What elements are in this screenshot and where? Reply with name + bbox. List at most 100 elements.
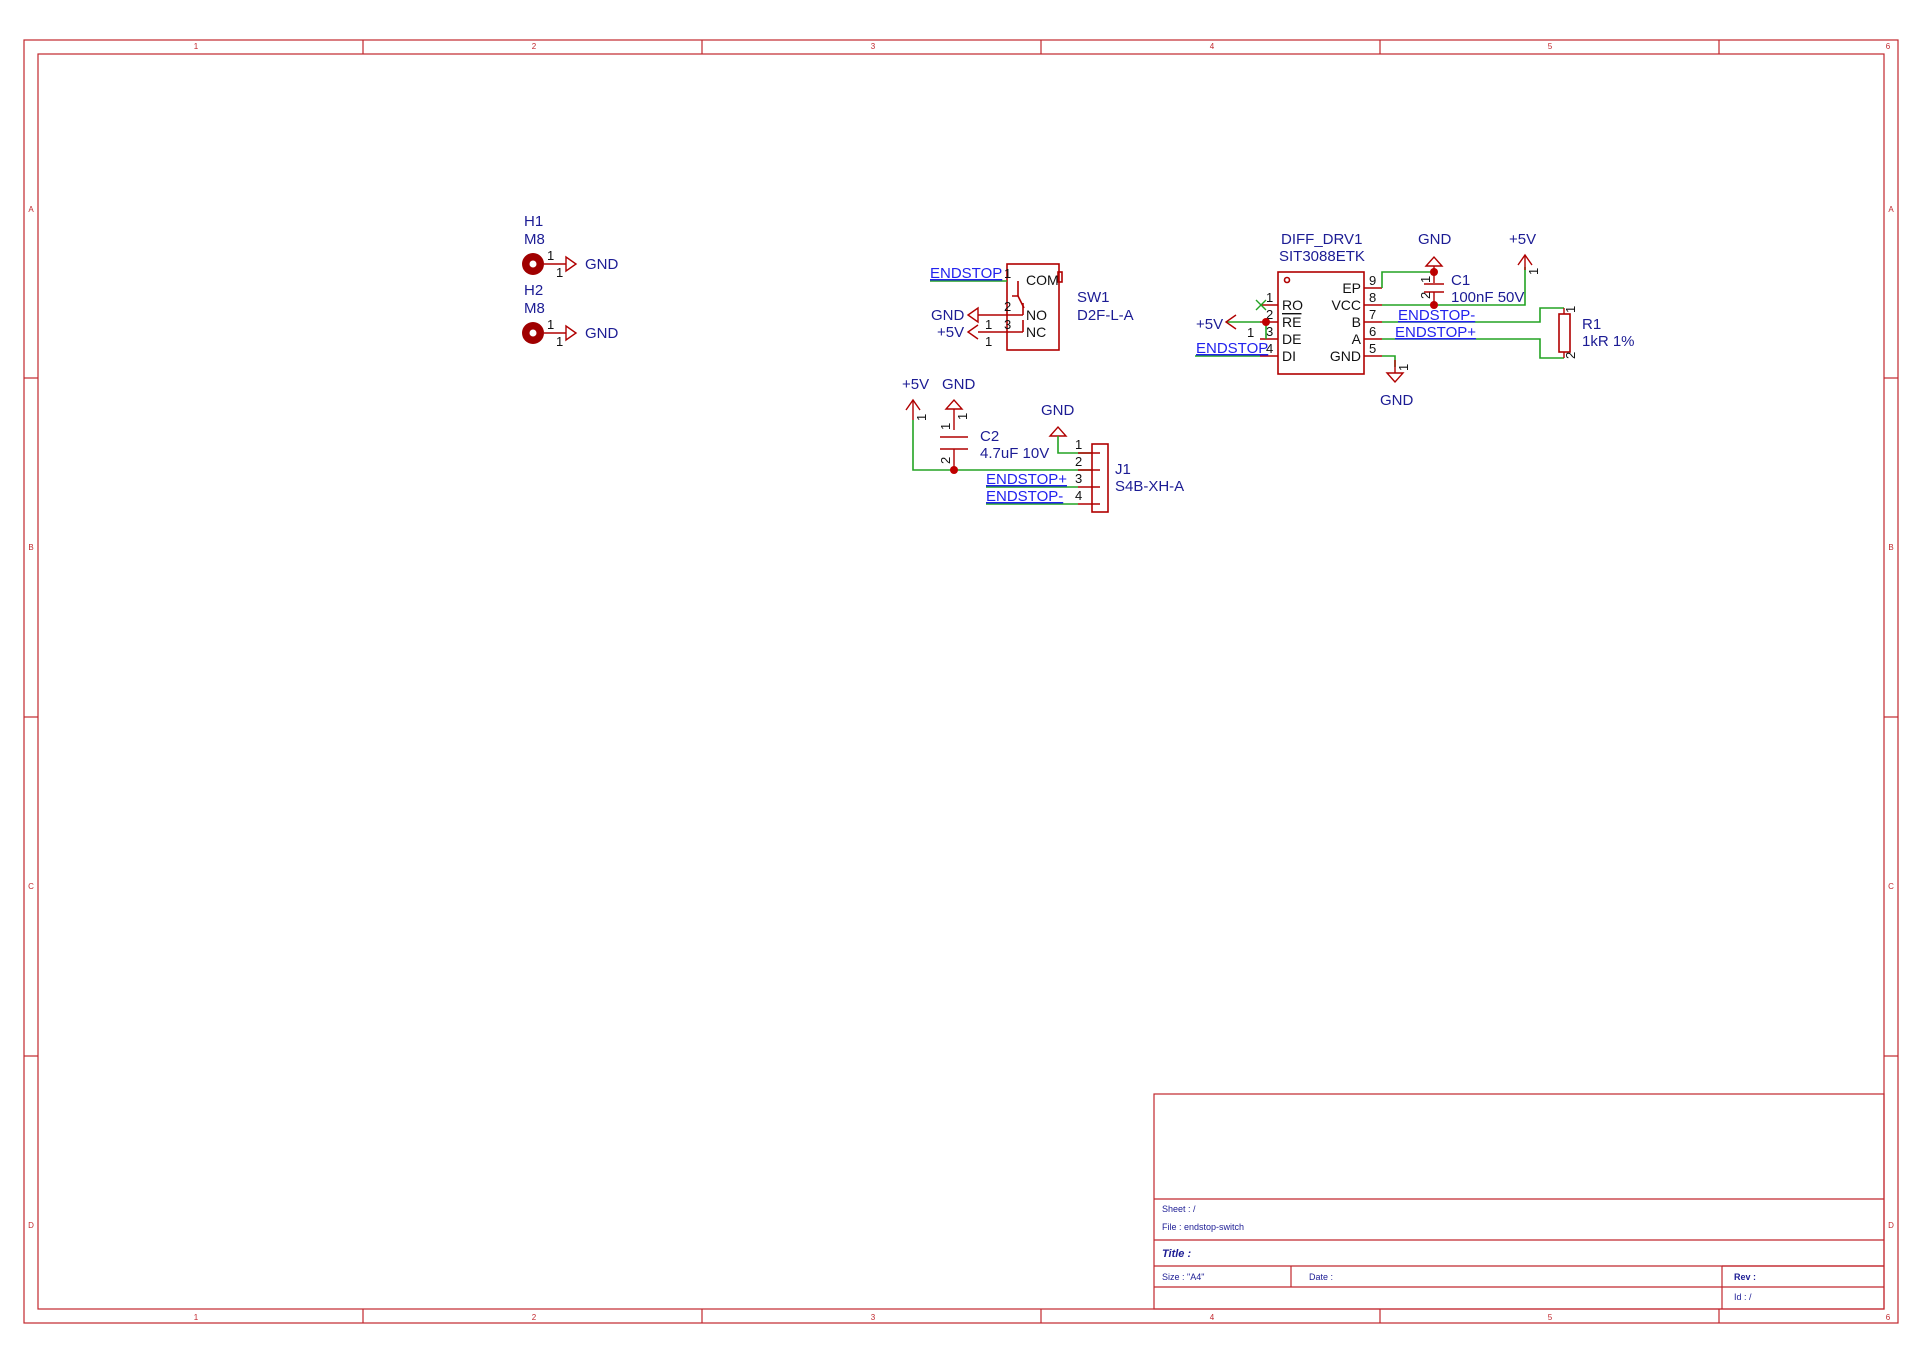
j1-pin-number: 3 xyxy=(1075,471,1082,486)
gnd-symbol-icon xyxy=(1385,372,1405,384)
sw1-power-pin-number: 1 xyxy=(985,317,992,332)
h1-value: M8 xyxy=(524,231,545,248)
u1-pin-number: 5 xyxy=(1369,341,1376,356)
title-block-rev: Rev : xyxy=(1734,1272,1756,1282)
title-block: Sheet : / File : endstop-switch Title : … xyxy=(1153,1093,1885,1310)
resistor-r1[interactable]: 1 2 R1 1kR 1% xyxy=(1558,306,1635,359)
u1-top-vcc-label: +5V xyxy=(1509,231,1536,248)
c1-pin1-number: 1 xyxy=(1418,276,1433,283)
c2-pin2-number: 2 xyxy=(938,457,953,464)
title-block-size: Size : "A4" xyxy=(1162,1272,1204,1282)
mounting-hole-h1[interactable]: H1 M8 1 1 GND xyxy=(522,213,619,280)
c2-top-net-5v: +5V xyxy=(902,376,929,393)
row-label: B xyxy=(1888,543,1893,552)
column-label: 2 xyxy=(532,42,537,51)
u1-pin-number: 9 xyxy=(1369,273,1376,288)
sw1-net-gnd: GND xyxy=(931,307,965,324)
h2-gnd-pin-number: 1 xyxy=(556,334,563,349)
u1-pin-number: 3 xyxy=(1266,324,1273,339)
power-arrow-icon xyxy=(1224,314,1237,330)
u1-bottom-gnd-label: GND xyxy=(1380,392,1414,409)
row-label: A xyxy=(1888,205,1894,214)
gnd-symbol-icon xyxy=(966,306,979,324)
power-arrow-icon xyxy=(966,324,979,340)
sw1-pin-number: 3 xyxy=(1004,317,1011,332)
drawing-frame: 1 2 3 4 5 6 1 2 3 4 5 6 A B C D A B C D xyxy=(23,39,1899,1324)
sw1-power-pin-number-2: 1 xyxy=(985,334,992,349)
u1-net-endstop-minus: ENDSTOP- xyxy=(1398,307,1475,324)
c1-value: 100nF 50V xyxy=(1451,289,1524,306)
u1-net-endstop: ENDSTOP xyxy=(1196,340,1268,357)
column-label: 2 xyxy=(532,1313,537,1322)
row-label: A xyxy=(28,205,34,214)
mounting-hole-h2[interactable]: H2 M8 1 1 GND xyxy=(522,282,619,349)
c1-pin2-number: 2 xyxy=(1418,292,1433,299)
title-block-sheet: Sheet : / xyxy=(1162,1204,1196,1214)
row-label: C xyxy=(1888,882,1894,891)
ic-diff-drv1[interactable]: DIFF_DRV1 SIT3088ETK 1 2 3 4 RO RE DE DI… xyxy=(1195,231,1564,409)
column-label: 6 xyxy=(1886,42,1891,51)
c2-top-net-gnd: GND xyxy=(942,376,976,393)
sw1-pin-number: 1 xyxy=(1004,266,1011,281)
gnd-symbol-icon xyxy=(1048,425,1068,437)
j1-gnd-label: GND xyxy=(1041,402,1075,419)
title-block-date: Date : xyxy=(1309,1272,1333,1282)
u1-pin-number: 6 xyxy=(1369,324,1376,339)
h1-ref: H1 xyxy=(524,213,543,230)
sw1-body xyxy=(1006,263,1060,351)
j1-ref: J1 xyxy=(1115,461,1131,478)
sw1-pin-name: NO xyxy=(1026,307,1047,323)
no-connect-icon xyxy=(1255,299,1267,311)
column-label: 4 xyxy=(1210,42,1215,51)
r1-body xyxy=(1558,313,1571,353)
sw1-pin-number: 2 xyxy=(1004,299,1011,314)
u1-ref: DIFF_DRV1 xyxy=(1281,231,1362,248)
u1-top-gnd-label: GND xyxy=(1418,231,1452,248)
junction-dot xyxy=(1262,318,1270,326)
connector-j1[interactable]: GND 1 2 3 4 ENDSTOP+ ENDSTOP- J1 S4B-XH-… xyxy=(986,402,1184,513)
h1-pin-number: 1 xyxy=(547,248,554,263)
u1-pin-number: 8 xyxy=(1369,290,1376,305)
sw1-pin-name: NC xyxy=(1026,324,1046,340)
gnd-symbol-icon xyxy=(565,324,578,342)
u1-pin-name: A xyxy=(1352,331,1362,347)
j1-value: S4B-XH-A xyxy=(1115,478,1184,495)
sw1-net-5v: +5V xyxy=(937,324,964,341)
capacitor-c2[interactable]: +5V GND 1 1 1 2 C2 4.7uF 10V xyxy=(902,376,1092,474)
column-label: 1 xyxy=(194,1313,199,1322)
row-label: D xyxy=(28,1221,34,1230)
sw1-net-endstop: ENDSTOP xyxy=(930,265,1002,282)
u1-net-5v: +5V xyxy=(1196,316,1223,333)
h2-value: M8 xyxy=(524,300,545,317)
u1-pin-number: 1 xyxy=(1266,290,1273,305)
column-label: 5 xyxy=(1548,1313,1553,1322)
u1-pin-name: DE xyxy=(1282,331,1301,347)
h2-ref: H2 xyxy=(524,282,543,299)
switch-sw1[interactable]: ENDSTOP 1 COM GND 2 NO +5V 1 1 3 NC SW1 … xyxy=(930,263,1134,351)
u1-pin-name: GND xyxy=(1330,348,1361,364)
h1-gnd-pin-number: 1 xyxy=(556,265,563,280)
capacitor-c1[interactable]: 1 2 C1 100nF 50V xyxy=(1418,272,1524,306)
row-label: B xyxy=(28,543,33,552)
gnd-symbol-icon xyxy=(1424,255,1444,267)
column-label: 3 xyxy=(871,1313,876,1322)
u1-pin-number: 4 xyxy=(1266,341,1273,356)
u1-pin-number: 7 xyxy=(1369,307,1376,322)
c2-gnd-pin-number: 1 xyxy=(955,413,970,420)
column-label: 6 xyxy=(1886,1313,1891,1322)
u1-pin-name: RO xyxy=(1282,297,1303,313)
junction-dot xyxy=(950,466,958,474)
r1-pin2-number: 2 xyxy=(1563,352,1578,359)
u1-pin-number: 2 xyxy=(1266,307,1273,322)
r1-pin1-number: 1 xyxy=(1563,306,1578,313)
row-label: D xyxy=(1888,1221,1894,1230)
u1-vcc-pin-number: 1 xyxy=(1526,268,1541,275)
u1-pin-name: EP xyxy=(1342,280,1361,296)
u1-gnd-pin-number: 1 xyxy=(1396,364,1411,371)
j1-net-endstop-minus: ENDSTOP- xyxy=(986,488,1063,505)
h1-net-label: GND xyxy=(585,256,619,273)
c1-ref: C1 xyxy=(1451,272,1470,289)
u1-pin-name: B xyxy=(1352,314,1361,330)
column-label: 3 xyxy=(871,42,876,51)
